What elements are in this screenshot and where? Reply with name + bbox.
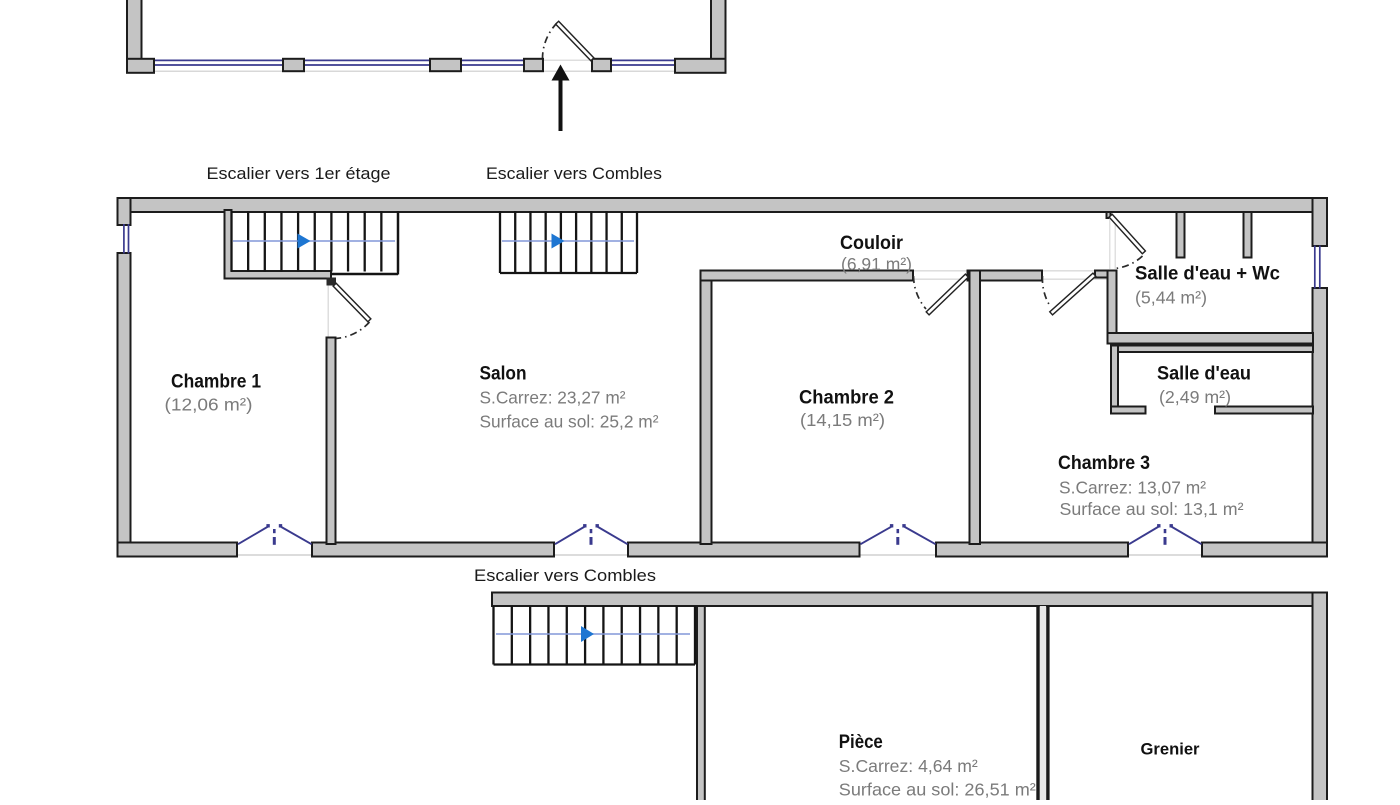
svg-text:Escalier vers Combles: Escalier vers Combles — [474, 566, 656, 585]
svg-text:Chambre 1: Chambre 1 — [171, 372, 261, 393]
svg-text:Chambre 3: Chambre 3 — [1058, 453, 1150, 474]
svg-text:Salle d'eau: Salle d'eau — [1157, 364, 1251, 385]
svg-text:Salon: Salon — [480, 364, 527, 385]
svg-text:S.Carrez: 13,07 m²: S.Carrez: 13,07 m² — [1059, 478, 1206, 498]
svg-text:(12,06 m²): (12,06 m²) — [165, 395, 253, 415]
svg-text:Escalier vers Combles: Escalier vers Combles — [486, 164, 662, 183]
svg-text:Surface au sol: 26,51 m²: Surface au sol: 26,51 m² — [839, 780, 1036, 800]
svg-text:(6,91 m²): (6,91 m²) — [841, 254, 912, 274]
svg-text:Chambre 2: Chambre 2 — [799, 388, 894, 409]
svg-text:(5,44 m²): (5,44 m²) — [1135, 288, 1207, 308]
svg-text:Surface au sol: 25,2 m²: Surface au sol: 25,2 m² — [480, 412, 659, 432]
svg-text:S.Carrez: 4,64 m²: S.Carrez: 4,64 m² — [839, 756, 978, 776]
svg-text:Salle d'eau + Wc: Salle d'eau + Wc — [1135, 264, 1280, 285]
svg-text:Escalier vers 1er étage: Escalier vers 1er étage — [207, 164, 391, 183]
svg-text:Couloir: Couloir — [840, 233, 904, 254]
svg-text:(2,49 m²): (2,49 m²) — [1159, 387, 1231, 407]
svg-text:Surface au sol: 13,1 m²: Surface au sol: 13,1 m² — [1060, 499, 1244, 519]
svg-text:Pièce: Pièce — [839, 732, 883, 753]
svg-text:Grenier: Grenier — [1141, 741, 1201, 759]
svg-text:(14,15 m²): (14,15 m²) — [800, 410, 885, 430]
svg-text:S.Carrez: 23,27 m²: S.Carrez: 23,27 m² — [480, 388, 626, 408]
